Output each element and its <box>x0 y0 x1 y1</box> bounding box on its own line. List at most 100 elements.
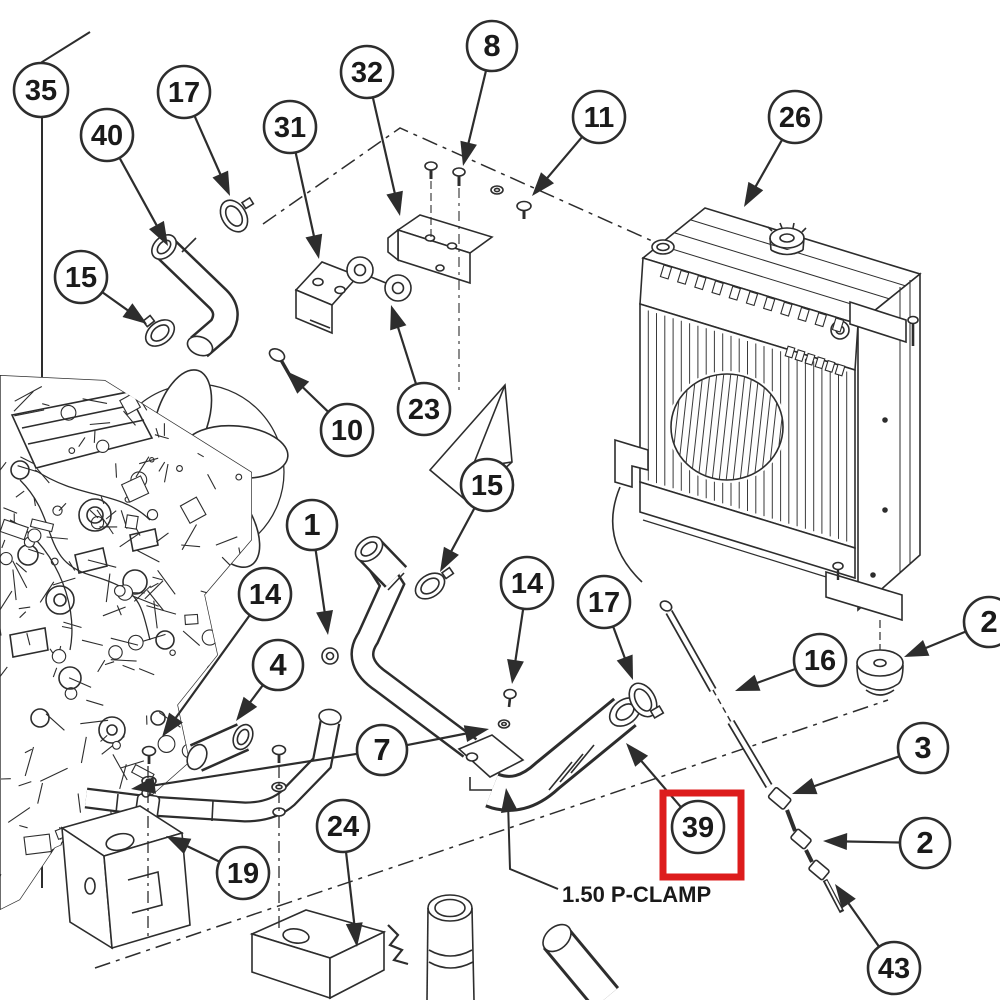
leader-line <box>844 898 880 948</box>
callout-1: 1 <box>285 498 339 635</box>
hose-clamp-15b <box>414 566 455 600</box>
leader-line <box>371 97 398 199</box>
leader-arrowhead-icon <box>904 640 930 657</box>
callout-number: 14 <box>249 579 281 611</box>
radiator-foot-bracket <box>825 561 903 622</box>
callout-number: 32 <box>351 57 383 89</box>
callout-circle <box>339 44 395 100</box>
callout-circle <box>215 845 271 901</box>
leader-arrowhead-icon <box>460 140 477 166</box>
callout-number: 15 <box>471 470 503 502</box>
leader-line <box>294 152 317 242</box>
callout-circle <box>767 89 823 145</box>
callout-24: 24 <box>315 798 371 947</box>
leader-arrowhead-icon <box>735 674 761 691</box>
callout-number: 16 <box>804 645 836 677</box>
pclamp-leader-line <box>507 801 559 890</box>
callout-number: 2 <box>916 825 933 860</box>
callout-number: 14 <box>511 568 543 600</box>
leader-arrowhead-icon <box>507 659 524 684</box>
leader-line <box>513 608 525 667</box>
callout-number: 35 <box>25 75 57 107</box>
callout-number: 2 <box>980 604 997 639</box>
support-bracket-19 <box>60 805 191 950</box>
leader-line <box>181 842 221 863</box>
leader-line <box>636 755 682 809</box>
callout-2: 2 <box>823 816 952 870</box>
callout-number: 39 <box>682 812 714 844</box>
callout-circle <box>896 721 950 775</box>
lower-hose-7 <box>84 708 342 823</box>
leader-line <box>344 851 356 930</box>
callout-14: 14 <box>162 566 293 737</box>
leader-arrowhead-icon <box>386 190 403 216</box>
callout-circle <box>898 816 952 870</box>
leader-line <box>148 752 358 788</box>
hose-clamp-15a <box>141 314 176 347</box>
callout-circle <box>237 566 293 622</box>
callout-35: 35 <box>12 61 70 119</box>
callout-number: 24 <box>327 811 359 843</box>
callout-number: 26 <box>779 102 811 134</box>
screw-14b <box>497 688 517 729</box>
callout-4: 4 <box>236 638 305 721</box>
mounting-bracket-32 <box>387 214 494 285</box>
leader-line <box>171 614 251 724</box>
leader-arrowhead-icon <box>122 303 147 324</box>
callout-circle <box>53 249 109 305</box>
callout-26: 26 <box>744 89 823 207</box>
callout-circle <box>670 799 726 855</box>
leader-line <box>542 136 584 184</box>
leader-arrowhead-icon <box>162 712 183 737</box>
upper-s-hose-7 <box>350 535 478 758</box>
callout-number: 17 <box>588 587 620 619</box>
callout-circle <box>571 89 627 145</box>
leader-arrowhead-icon <box>236 696 258 721</box>
radiator-tank-rivets <box>659 264 846 377</box>
callout-circle <box>285 498 339 552</box>
callout-circle <box>396 381 452 437</box>
callout-circle <box>12 61 70 119</box>
callout-14: 14 <box>499 555 555 684</box>
callout-circle <box>156 64 212 120</box>
leader-line <box>751 667 796 686</box>
callout-17: 17 <box>156 64 230 196</box>
callout-number: 10 <box>331 415 363 447</box>
callout-circle <box>576 574 632 630</box>
callout-circle <box>866 940 922 996</box>
leader-arrowhead-icon <box>823 833 848 850</box>
overflow-tube-16 <box>659 600 845 914</box>
leader-arrowhead-icon <box>440 546 459 572</box>
leader-line <box>298 382 330 413</box>
callout-number: 15 <box>65 262 97 294</box>
callout-circle <box>499 555 555 611</box>
callout-number: 7 <box>373 732 390 767</box>
leader-arrowhead-icon <box>626 743 649 767</box>
leader-arrowhead-icon <box>305 233 323 259</box>
leader-line <box>447 507 476 557</box>
leader-line <box>808 755 900 790</box>
leader-arrowhead-icon <box>532 172 554 196</box>
leader-arrowhead-icon <box>149 220 168 246</box>
mounting-bracket-31 <box>294 261 360 335</box>
callout-circle <box>79 107 135 163</box>
upper-elbow-hose-40 <box>151 234 239 358</box>
leader-line <box>406 731 472 747</box>
leader-arrowhead-icon <box>501 788 518 813</box>
callout-31: 31 <box>262 99 323 259</box>
callout-number: 17 <box>168 77 200 109</box>
pclamp-label: 1.50 P-CLAMP <box>562 882 711 907</box>
callout-number: 19 <box>227 858 259 890</box>
callout-15: 15 <box>440 457 515 572</box>
leader-line <box>101 291 133 315</box>
callout-circle <box>251 638 305 692</box>
drain-hose-stub <box>426 894 475 1000</box>
radiator <box>614 207 922 622</box>
callout-43: 43 <box>835 884 922 996</box>
hose-4 <box>186 723 254 772</box>
leader-arrowhead-icon <box>835 884 856 909</box>
callout-7: 7 <box>131 723 489 794</box>
callout-circle <box>792 632 848 688</box>
pclamp-annotation <box>501 788 559 890</box>
radiator-inlet-port <box>651 239 675 255</box>
